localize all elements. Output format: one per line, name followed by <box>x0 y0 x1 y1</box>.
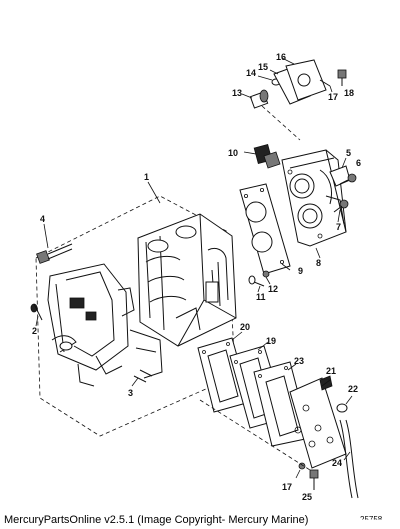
callout-15: 15 <box>258 62 268 72</box>
screws-3[interactable] <box>131 369 153 387</box>
callout-2: 2 <box>32 326 37 336</box>
callout-6: 6 <box>356 158 361 168</box>
callout-18: 18 <box>344 88 354 98</box>
callout-11: 11 <box>256 292 266 302</box>
screw-25[interactable] <box>309 469 319 490</box>
spark-plug-10[interactable] <box>243 143 281 169</box>
callout-4: 4 <box>40 214 45 224</box>
callout-22: 22 <box>348 384 358 394</box>
thermostat-cover-16[interactable] <box>281 57 327 101</box>
callout-1: 1 <box>144 172 149 182</box>
screw-17-bottom[interactable] <box>295 462 306 479</box>
diagram-number: 25758 <box>360 515 383 524</box>
bolt-4[interactable] <box>36 223 73 264</box>
callout-17-top: 17 <box>328 92 338 102</box>
callout-20: 20 <box>240 322 250 332</box>
head-gasket-9[interactable] <box>239 183 291 275</box>
screw-11[interactable] <box>248 275 265 293</box>
callout-5: 5 <box>346 148 351 158</box>
callout-7: 7 <box>336 222 341 232</box>
callout-23: 23 <box>294 356 304 366</box>
crankcase-half[interactable] <box>47 263 163 387</box>
screw-18[interactable] <box>337 69 347 86</box>
callout-9: 9 <box>298 266 303 276</box>
callout-16: 16 <box>276 52 286 62</box>
callout-14: 14 <box>246 68 256 78</box>
cylinder-block[interactable] <box>137 213 237 347</box>
copyright-footer: MercuryPartsOnline v2.5.1 (Image Copyrig… <box>4 514 309 526</box>
callout-10: 10 <box>228 148 238 158</box>
callout-24: 24 <box>332 458 342 468</box>
callout-17-bottom: 17 <box>282 482 292 492</box>
bolt-7[interactable] <box>333 199 349 223</box>
callout-19: 19 <box>266 336 276 346</box>
callout-25: 25 <box>302 492 312 502</box>
callout-12: 12 <box>268 284 278 294</box>
callout-3: 3 <box>128 388 133 398</box>
thermostat-13[interactable] <box>241 89 269 109</box>
exhaust-cover-21[interactable] <box>289 375 347 469</box>
screw-12[interactable] <box>262 270 271 285</box>
fitting-22[interactable] <box>336 395 353 413</box>
gasket-23[interactable] <box>253 361 311 447</box>
bolt-6[interactable] <box>339 173 357 185</box>
cylinder-head-8[interactable] <box>281 149 347 259</box>
callout-21: 21 <box>326 366 336 376</box>
pin-2[interactable] <box>30 303 43 327</box>
callout-13: 13 <box>232 88 242 98</box>
screw-17-top[interactable] <box>319 79 333 93</box>
hose-24[interactable] <box>339 419 359 499</box>
callout-8: 8 <box>316 258 321 268</box>
